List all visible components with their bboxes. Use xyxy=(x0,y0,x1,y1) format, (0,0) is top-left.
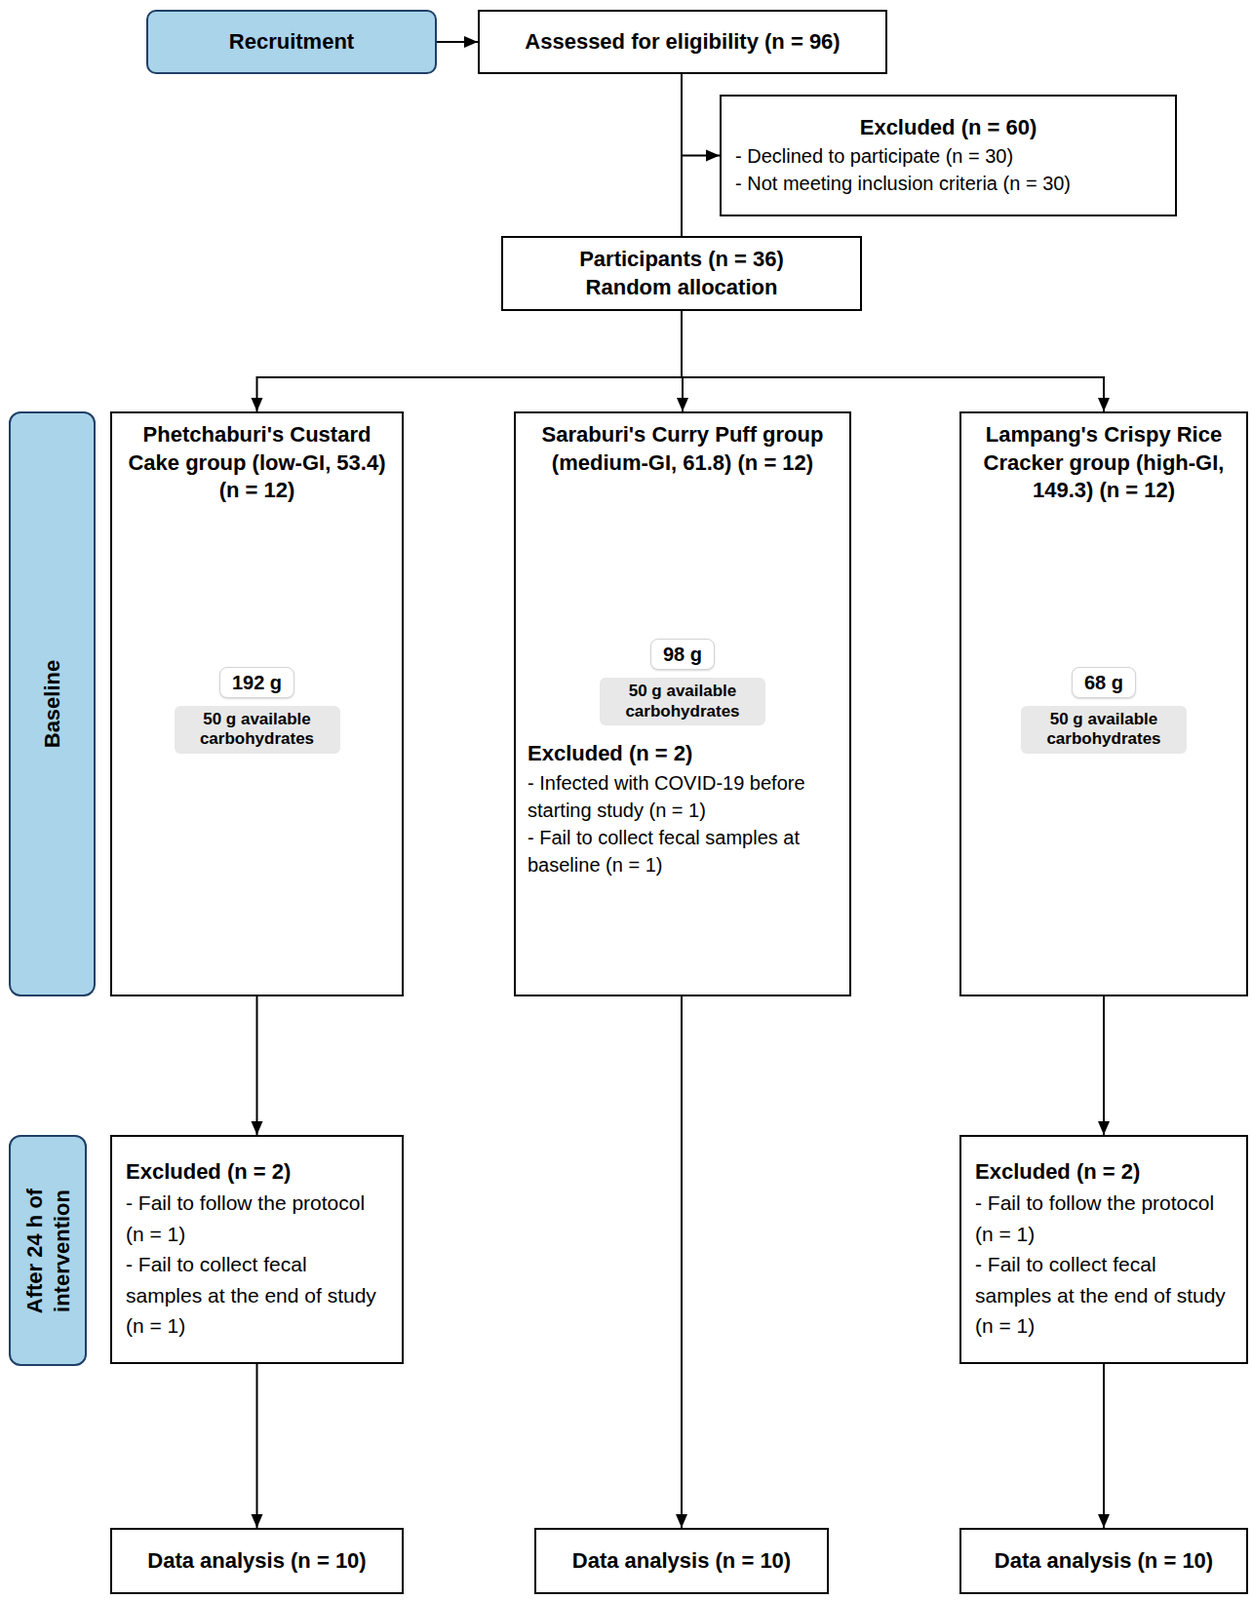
weight-label: 98 g xyxy=(650,638,715,670)
process-box: Assessed for eligibility (n = 96) xyxy=(477,9,888,75)
box-item: - Fail to follow the protocol (n = 1) xyxy=(125,1187,389,1250)
photo-area xyxy=(123,505,391,691)
stage-band: Baseline xyxy=(8,411,96,997)
carbohydrate-text: 50 g available carbohydrates xyxy=(186,709,329,750)
carbohydrate-label: 50 g available carbohydrates xyxy=(174,705,341,754)
exclusion-box: Excluded (n = 2)- Fail to follow the pro… xyxy=(110,1134,404,1365)
box-item: - Fail to collect fecal samples at the e… xyxy=(125,1249,389,1342)
label-stack: 192 g 50 g available carbohydrates xyxy=(174,666,341,754)
analysis-box: Data analysis (n = 10) xyxy=(534,1527,829,1595)
box-item: - Not meeting inclusion criteria (n = 30… xyxy=(735,169,1162,197)
group-box: Saraburi's Curry Puff group (medium-GI, … xyxy=(513,411,852,997)
arrow-head xyxy=(464,36,478,48)
carbohydrate-text: 50 g available carbohydrates xyxy=(1032,709,1175,750)
analysis-box: Data analysis (n = 10) xyxy=(110,1527,404,1595)
connector xyxy=(251,311,683,412)
photo-area xyxy=(973,505,1235,691)
carbohydrate-label: 50 g available carbohydrates xyxy=(599,677,766,726)
arrow-head xyxy=(251,1514,264,1528)
arrow-head xyxy=(1097,397,1110,412)
exclusion-box: Excluded (n = 60)- Declined to participa… xyxy=(719,94,1177,217)
arrow-head xyxy=(675,1514,688,1528)
connector xyxy=(1097,996,1110,1135)
box-item: - Fail to collect fecal samples at the e… xyxy=(975,1249,1233,1342)
box-title: Saraburi's Curry Puff group (medium-GI, … xyxy=(527,421,838,477)
connector-line xyxy=(1102,1364,1105,1528)
box-item: - Fail to collect fecal samples at basel… xyxy=(527,823,838,879)
connector xyxy=(1097,1364,1110,1528)
process-box: Participants (n = 36)Random allocation xyxy=(501,235,862,312)
box-title: Recruitment xyxy=(159,28,424,57)
label-stack: 98 g 50 g available carbohydrates xyxy=(599,638,766,726)
box-title: Lampang's Crispy Rice Cracker group (hig… xyxy=(973,421,1235,506)
box-heading: Excluded (n = 2) xyxy=(527,739,838,770)
connector xyxy=(251,996,264,1135)
stage-label: Recruitment xyxy=(146,9,437,75)
arrow-head xyxy=(251,397,264,412)
weight-label: 192 g xyxy=(219,666,295,699)
stage-text: After 24 h of intervention xyxy=(21,1144,76,1357)
label-stack: 68 g 50 g available carbohydrates xyxy=(1020,666,1187,754)
arrow-head xyxy=(705,150,720,162)
box-item: - Declined to participate (n = 30) xyxy=(735,142,1162,170)
weight-text: 192 g xyxy=(232,669,282,696)
connector-line xyxy=(1102,996,1105,1135)
arrow-head xyxy=(676,397,689,412)
box-title: Participants (n = 36) xyxy=(516,245,847,274)
connector-line xyxy=(681,74,720,157)
group-box: Lampang's Crispy Rice Cracker group (hig… xyxy=(959,411,1249,997)
box-item: - Infected with COVID-19 before starting… xyxy=(527,769,838,824)
box-item: - Fail to follow the protocol (n = 1) xyxy=(975,1187,1233,1250)
weight-text: 98 g xyxy=(663,641,703,667)
stage-band: After 24 h of intervention xyxy=(8,1134,87,1367)
box-title: Excluded (n = 60) xyxy=(735,114,1162,143)
connector xyxy=(675,996,688,1528)
weight-label: 68 g xyxy=(1071,666,1136,699)
connector-line xyxy=(256,1364,259,1528)
arrow-head xyxy=(1097,1121,1110,1135)
box-title: Assessed for eligibility (n = 96) xyxy=(493,28,872,57)
weight-text: 68 g xyxy=(1084,669,1124,696)
arrow-head xyxy=(1097,1514,1110,1528)
connector xyxy=(681,311,1110,412)
connector xyxy=(681,74,720,162)
exclusion-box: Excluded (n = 2)- Fail to follow the pro… xyxy=(959,1134,1249,1365)
connector-line xyxy=(257,311,683,412)
connector-line xyxy=(256,996,259,1135)
box-heading: Excluded (n = 2) xyxy=(125,1157,389,1188)
carbohydrate-label: 50 g available carbohydrates xyxy=(1020,705,1187,754)
box-heading: Excluded (n = 2) xyxy=(975,1157,1233,1188)
carbohydrate-text: 50 g available carbohydrates xyxy=(611,681,754,722)
box-title: Data analysis (n = 10) xyxy=(125,1547,389,1576)
stage-text: Baseline xyxy=(39,421,67,987)
box-title: Random allocation xyxy=(516,273,847,303)
group-box: Phetchaburi's Custard Cake group (low-GI… xyxy=(110,411,404,997)
connector-line xyxy=(681,311,1104,412)
connector-line xyxy=(680,74,683,236)
box-title: Data analysis (n = 10) xyxy=(549,1547,814,1576)
analysis-box: Data analysis (n = 10) xyxy=(959,1527,1249,1595)
photo-area xyxy=(527,476,838,663)
connector xyxy=(251,1364,264,1528)
box-title: Phetchaburi's Custard Cake group (low-GI… xyxy=(123,421,391,506)
box-title: Data analysis (n = 10) xyxy=(975,1547,1233,1576)
connector-line xyxy=(680,996,683,1528)
connector xyxy=(436,36,478,48)
connector xyxy=(681,74,683,236)
arrow-head xyxy=(251,1121,264,1135)
